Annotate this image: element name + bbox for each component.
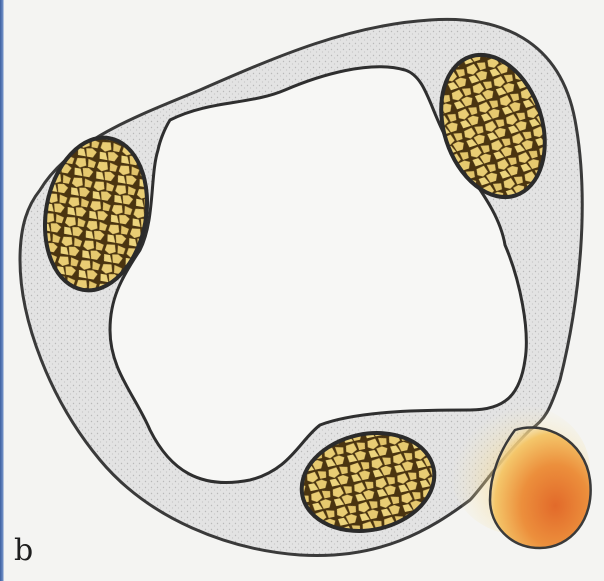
- panel-label: b: [14, 536, 33, 566]
